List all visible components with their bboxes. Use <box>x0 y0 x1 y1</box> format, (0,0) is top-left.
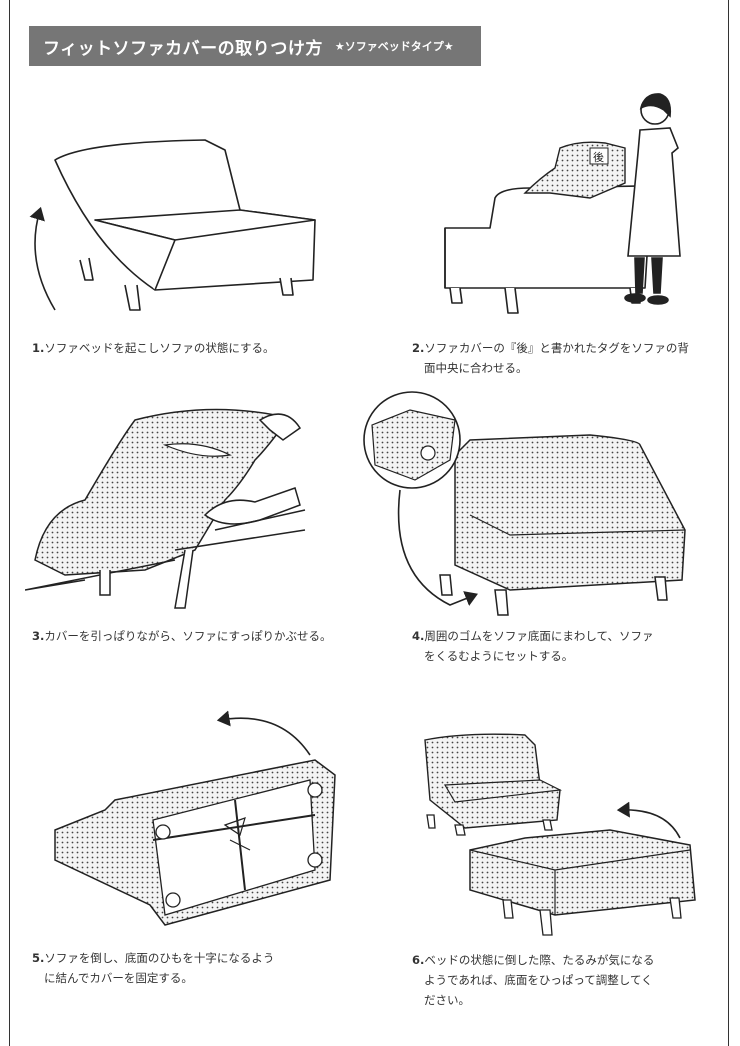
step6-illustration <box>424 733 696 936</box>
page-subtitle: ★ソファベッドタイプ★ <box>334 40 454 53</box>
step4-illustration <box>363 391 686 616</box>
tag-label: 後 <box>593 150 604 164</box>
page-title: フィットソファカバーの取りつけ方 <box>43 38 323 59</box>
step3-caption: 3.カバーを引っぱりながら、ソファにすっぽりかぶせる。 <box>32 629 332 643</box>
step4-caption: 4.周囲のゴムをソファ底面にまわして、ソファ をくるむようにセットする。 <box>412 629 654 663</box>
step3-illustration <box>25 408 306 609</box>
step2-illustration: 後 <box>444 93 681 314</box>
step1-caption: 1.ソファベッドを起こしソファの状態にする。 <box>32 341 275 355</box>
step6-caption: 6.ベッドの状態に倒した際、たるみが気になる ようであれば、底面をひっぱって調整… <box>412 953 655 1007</box>
page-header: フィットソファカバーの取りつけ方 ★ソファベッドタイプ★ <box>29 26 481 66</box>
step2-caption: 2.ソファカバーの『後』と書かれたタグをソファの背 面中央に合わせる。 <box>412 341 689 375</box>
step5-illustration <box>54 710 336 926</box>
page-frame <box>9 0 729 1046</box>
step1-illustration <box>29 139 316 311</box>
step5-caption: 5.ソファを倒し、底面のひもを十字になるよう に結んでカバーを固定する。 <box>32 951 275 985</box>
